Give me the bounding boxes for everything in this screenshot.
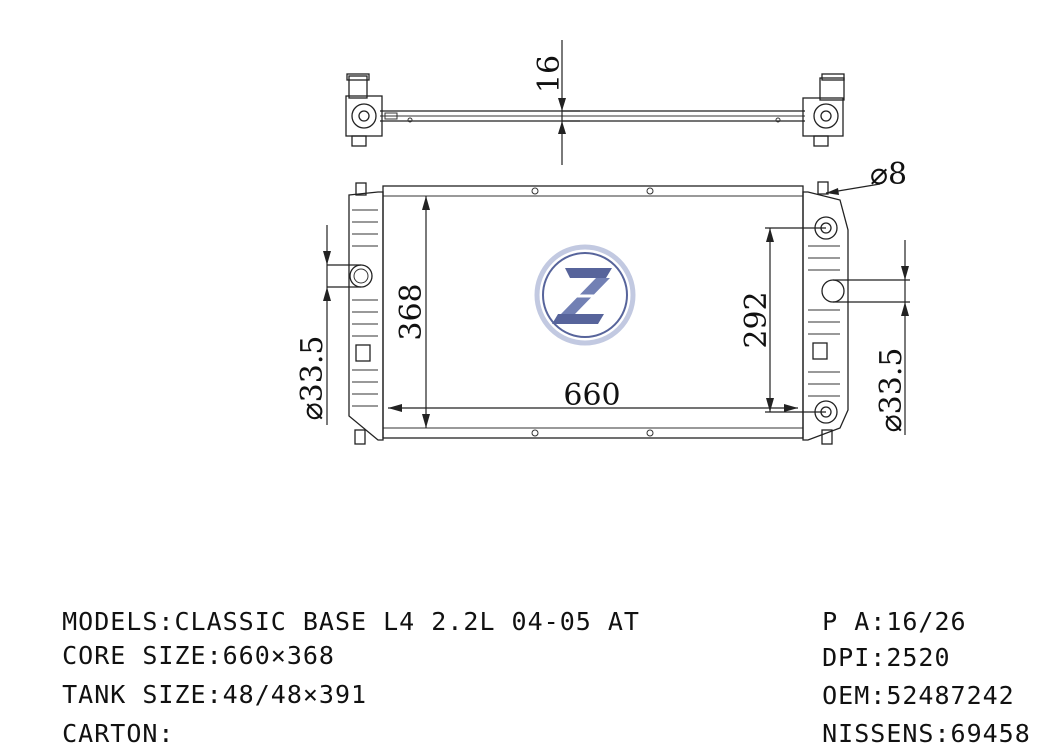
spec-models-value: CLASSIC BASE L4 2.2L 04-05 AT — [174, 607, 640, 636]
spec-nissens-value: 69458 — [950, 719, 1031, 748]
pipe-diameter-label: ⌀8 — [870, 157, 907, 192]
spec-carton-label: CARTON: — [62, 719, 175, 748]
spec-core-size: CORE SIZE:660×368 — [30, 612, 335, 670]
spec-oem: OEM:52487242 — [790, 652, 1015, 710]
spec-core-size-label: CORE SIZE: — [62, 641, 223, 670]
spec-models-label: MODELS: — [62, 607, 175, 636]
spec-oem-value: 52487242 — [886, 681, 1015, 710]
top-thickness-label: 16 — [532, 55, 567, 93]
right-inlet-label: ⌀33.5 — [874, 348, 909, 433]
spec-tank-size-value: 48/48×391 — [222, 680, 368, 709]
width-label: 660 — [563, 378, 620, 413]
spec-tank-size: TANK SIZE:48/48×391 — [30, 651, 367, 709]
spec-tank-size-label: TANK SIZE: — [62, 680, 223, 709]
spec-pa: P A:16/26 — [790, 578, 967, 636]
company-logo-watermark — [534, 244, 636, 346]
right-height-label: 292 — [739, 291, 774, 348]
spec-pa-label: P A: — [822, 607, 887, 636]
spec-dpi-value: 2520 — [886, 643, 951, 672]
left-inlet-label: ⌀33.5 — [295, 336, 330, 421]
spec-oem-label: OEM: — [822, 681, 887, 710]
front-view: ⌀8 368 660 292 ⌀33.5 ⌀33.5 — [295, 157, 910, 445]
spec-nissens-label: NISSENS: — [822, 719, 951, 748]
top-view: 16 — [345, 40, 845, 165]
spec-pa-value: 16/26 — [886, 607, 967, 636]
spec-dpi: DPI:2520 — [790, 614, 951, 672]
spec-nissens: NISSENS:69458 — [790, 690, 1031, 748]
spec-carton: CARTON: — [30, 690, 174, 748]
spec-models: MODELS:CLASSIC BASE L4 2.2L 04-05 AT — [30, 578, 640, 636]
spec-dpi-label: DPI: — [822, 643, 887, 672]
spec-core-size-value: 660×368 — [222, 641, 335, 670]
height-label: 368 — [394, 283, 429, 340]
